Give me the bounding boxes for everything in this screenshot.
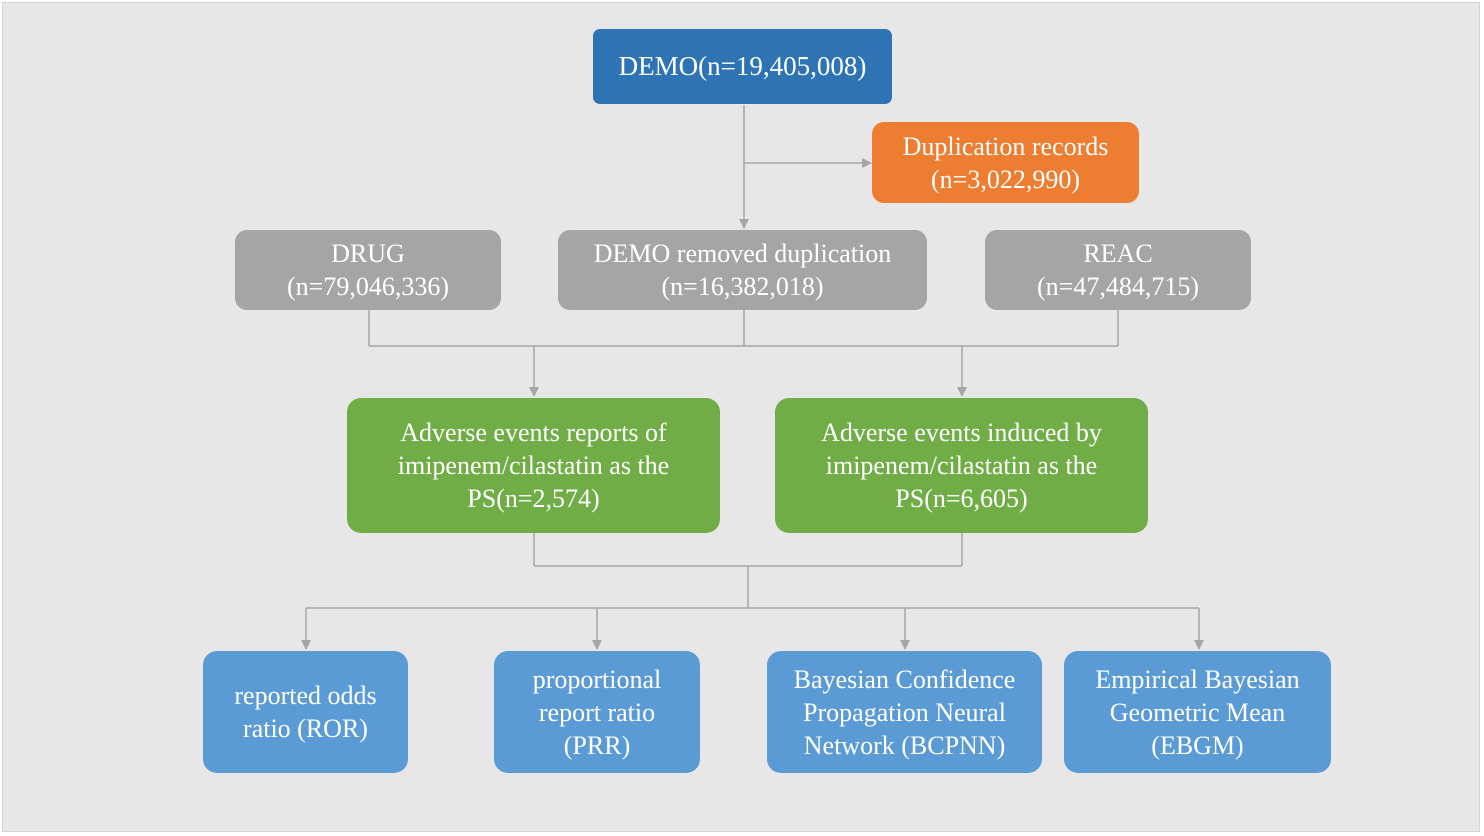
drug-node: DRUG (n=79,046,336) — [235, 230, 501, 310]
duplication-records-label: Duplication records — [902, 131, 1109, 161]
ebgm-line-2: Geometric Mean — [1109, 697, 1286, 727]
bcpnn-node: Bayesian Confidence Propagation Neural N… — [767, 651, 1042, 773]
connector-lines — [301, 105, 1204, 650]
duplication-records-node: Duplication records (n=3,022,990) — [872, 122, 1139, 203]
ae-reports-line-3: PS(n=2,574) — [467, 484, 600, 513]
bcpnn-line-3: Network (BCPNN) — [803, 730, 1006, 760]
bcpnn-line-1: Bayesian Confidence — [793, 664, 1016, 694]
ebgm-line-1: Empirical Bayesian — [1095, 664, 1300, 694]
ae-reports-line-1: Adverse events reports of — [400, 418, 667, 447]
reac-node: REAC (n=47,484,715) — [985, 230, 1251, 310]
ae-induced-line-2: imipenem/cilastatin as the — [825, 451, 1098, 480]
demo-node-label: DEMO(n=19,405,008) — [618, 51, 867, 81]
demo-node: DEMO(n=19,405,008) — [593, 29, 892, 104]
reac-node-count: (n=47,484,715) — [1037, 272, 1199, 301]
prr-line-2: report ratio — [538, 697, 656, 727]
duplication-records-count: (n=3,022,990) — [931, 164, 1080, 194]
demo-removed-duplication-node: DEMO removed duplication (n=16,382,018) — [558, 230, 927, 310]
ae-reports-line-2: imipenem/cilastatin as the — [397, 451, 670, 480]
prr-node: proportional report ratio (PRR) — [494, 651, 700, 773]
ae-induced-node: Adverse events induced by imipenem/cilas… — [775, 398, 1148, 533]
ror-line-1: reported odds — [234, 681, 377, 710]
ror-line-2: ratio (ROR) — [243, 714, 368, 743]
drug-node-label: DRUG — [331, 239, 405, 268]
ebgm-node: Empirical Bayesian Geometric Mean (EBGM) — [1064, 651, 1331, 773]
prr-line-1: proportional — [532, 664, 662, 694]
ebgm-line-3: (EBGM) — [1151, 730, 1244, 760]
prr-line-3: (PRR) — [563, 730, 631, 760]
demo-removed-duplication-count: (n=16,382,018) — [661, 272, 824, 301]
ae-induced-line-3: PS(n=6,605) — [895, 484, 1028, 513]
reac-node-label: REAC — [1083, 239, 1153, 268]
ae-reports-node: Adverse events reports of imipenem/cilas… — [347, 398, 720, 533]
bcpnn-line-2: Propagation Neural — [803, 697, 1006, 727]
ror-node: reported odds ratio (ROR) — [203, 651, 408, 773]
drug-node-count: (n=79,046,336) — [287, 272, 449, 301]
demo-removed-duplication-label: DEMO removed duplication — [593, 239, 892, 268]
ae-induced-line-1: Adverse events induced by — [821, 418, 1102, 447]
